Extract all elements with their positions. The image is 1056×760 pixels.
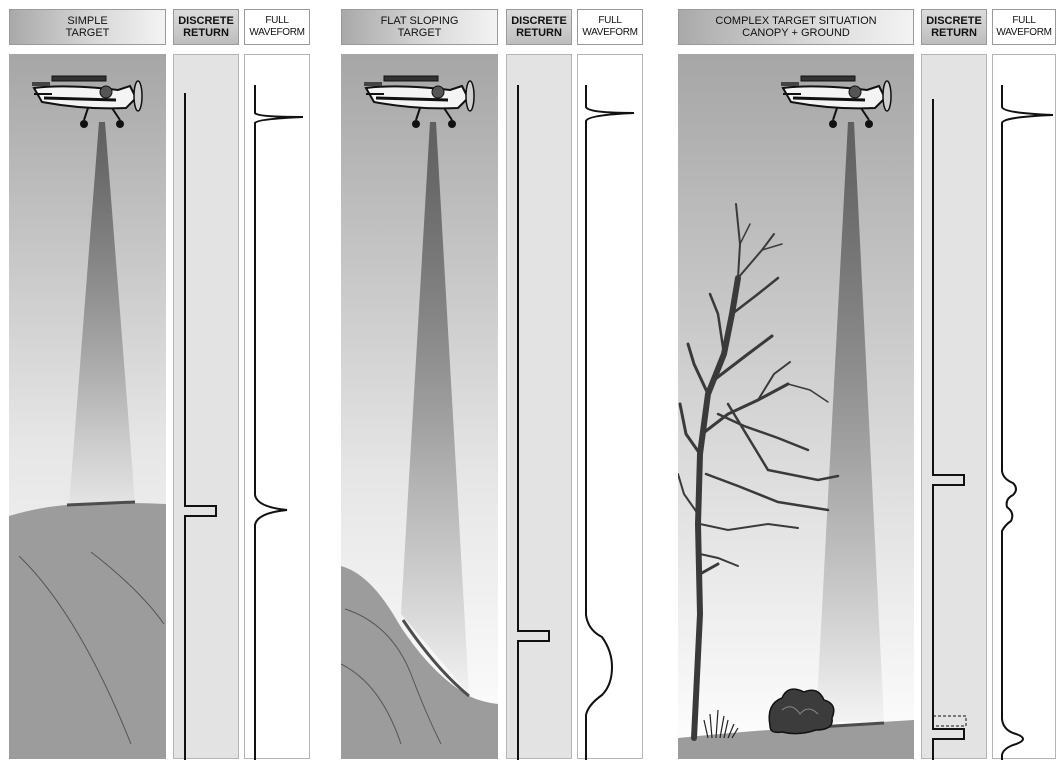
full-waveform-strip-2 bbox=[577, 54, 643, 759]
flat-sloping-target-header: FLAT SLOPING TARGET bbox=[341, 9, 498, 45]
discrete-return-dashed-box bbox=[933, 716, 966, 726]
full-waveform-trace bbox=[255, 85, 303, 760]
full-waveform-trace bbox=[586, 85, 634, 760]
discrete-return-strip-2 bbox=[506, 54, 572, 759]
discrete-return-trace bbox=[933, 99, 964, 760]
flat-sloping-target-scene bbox=[341, 54, 498, 759]
discrete-return-header-2: DISCRETE RETURN bbox=[506, 9, 572, 45]
complex-target-scene bbox=[678, 54, 914, 759]
discrete-return-header-3: DISCRETE RETURN bbox=[921, 9, 987, 45]
discrete-return-strip-1 bbox=[173, 54, 239, 759]
complex-target-header: COMPLEX TARGET SITUATION CANOPY + GROUND bbox=[678, 9, 914, 45]
full-waveform-header-1: FULL WAVEFORM bbox=[244, 9, 310, 45]
full-waveform-strip-3 bbox=[992, 54, 1056, 759]
discrete-return-strip-3 bbox=[921, 54, 987, 759]
full-waveform-trace bbox=[1002, 85, 1053, 760]
ground-hill bbox=[9, 503, 166, 759]
full-waveform-strip-1 bbox=[244, 54, 310, 759]
discrete-return-trace bbox=[518, 85, 549, 760]
discrete-return-header-1: DISCRETE RETURN bbox=[173, 9, 239, 45]
full-waveform-header-3: FULL WAVEFORM bbox=[992, 9, 1056, 45]
simple-target-scene bbox=[9, 54, 166, 759]
simple-target-header: SIMPLE TARGET bbox=[9, 9, 166, 45]
discrete-return-trace bbox=[185, 93, 216, 760]
full-waveform-header-2: FULL WAVEFORM bbox=[577, 9, 643, 45]
